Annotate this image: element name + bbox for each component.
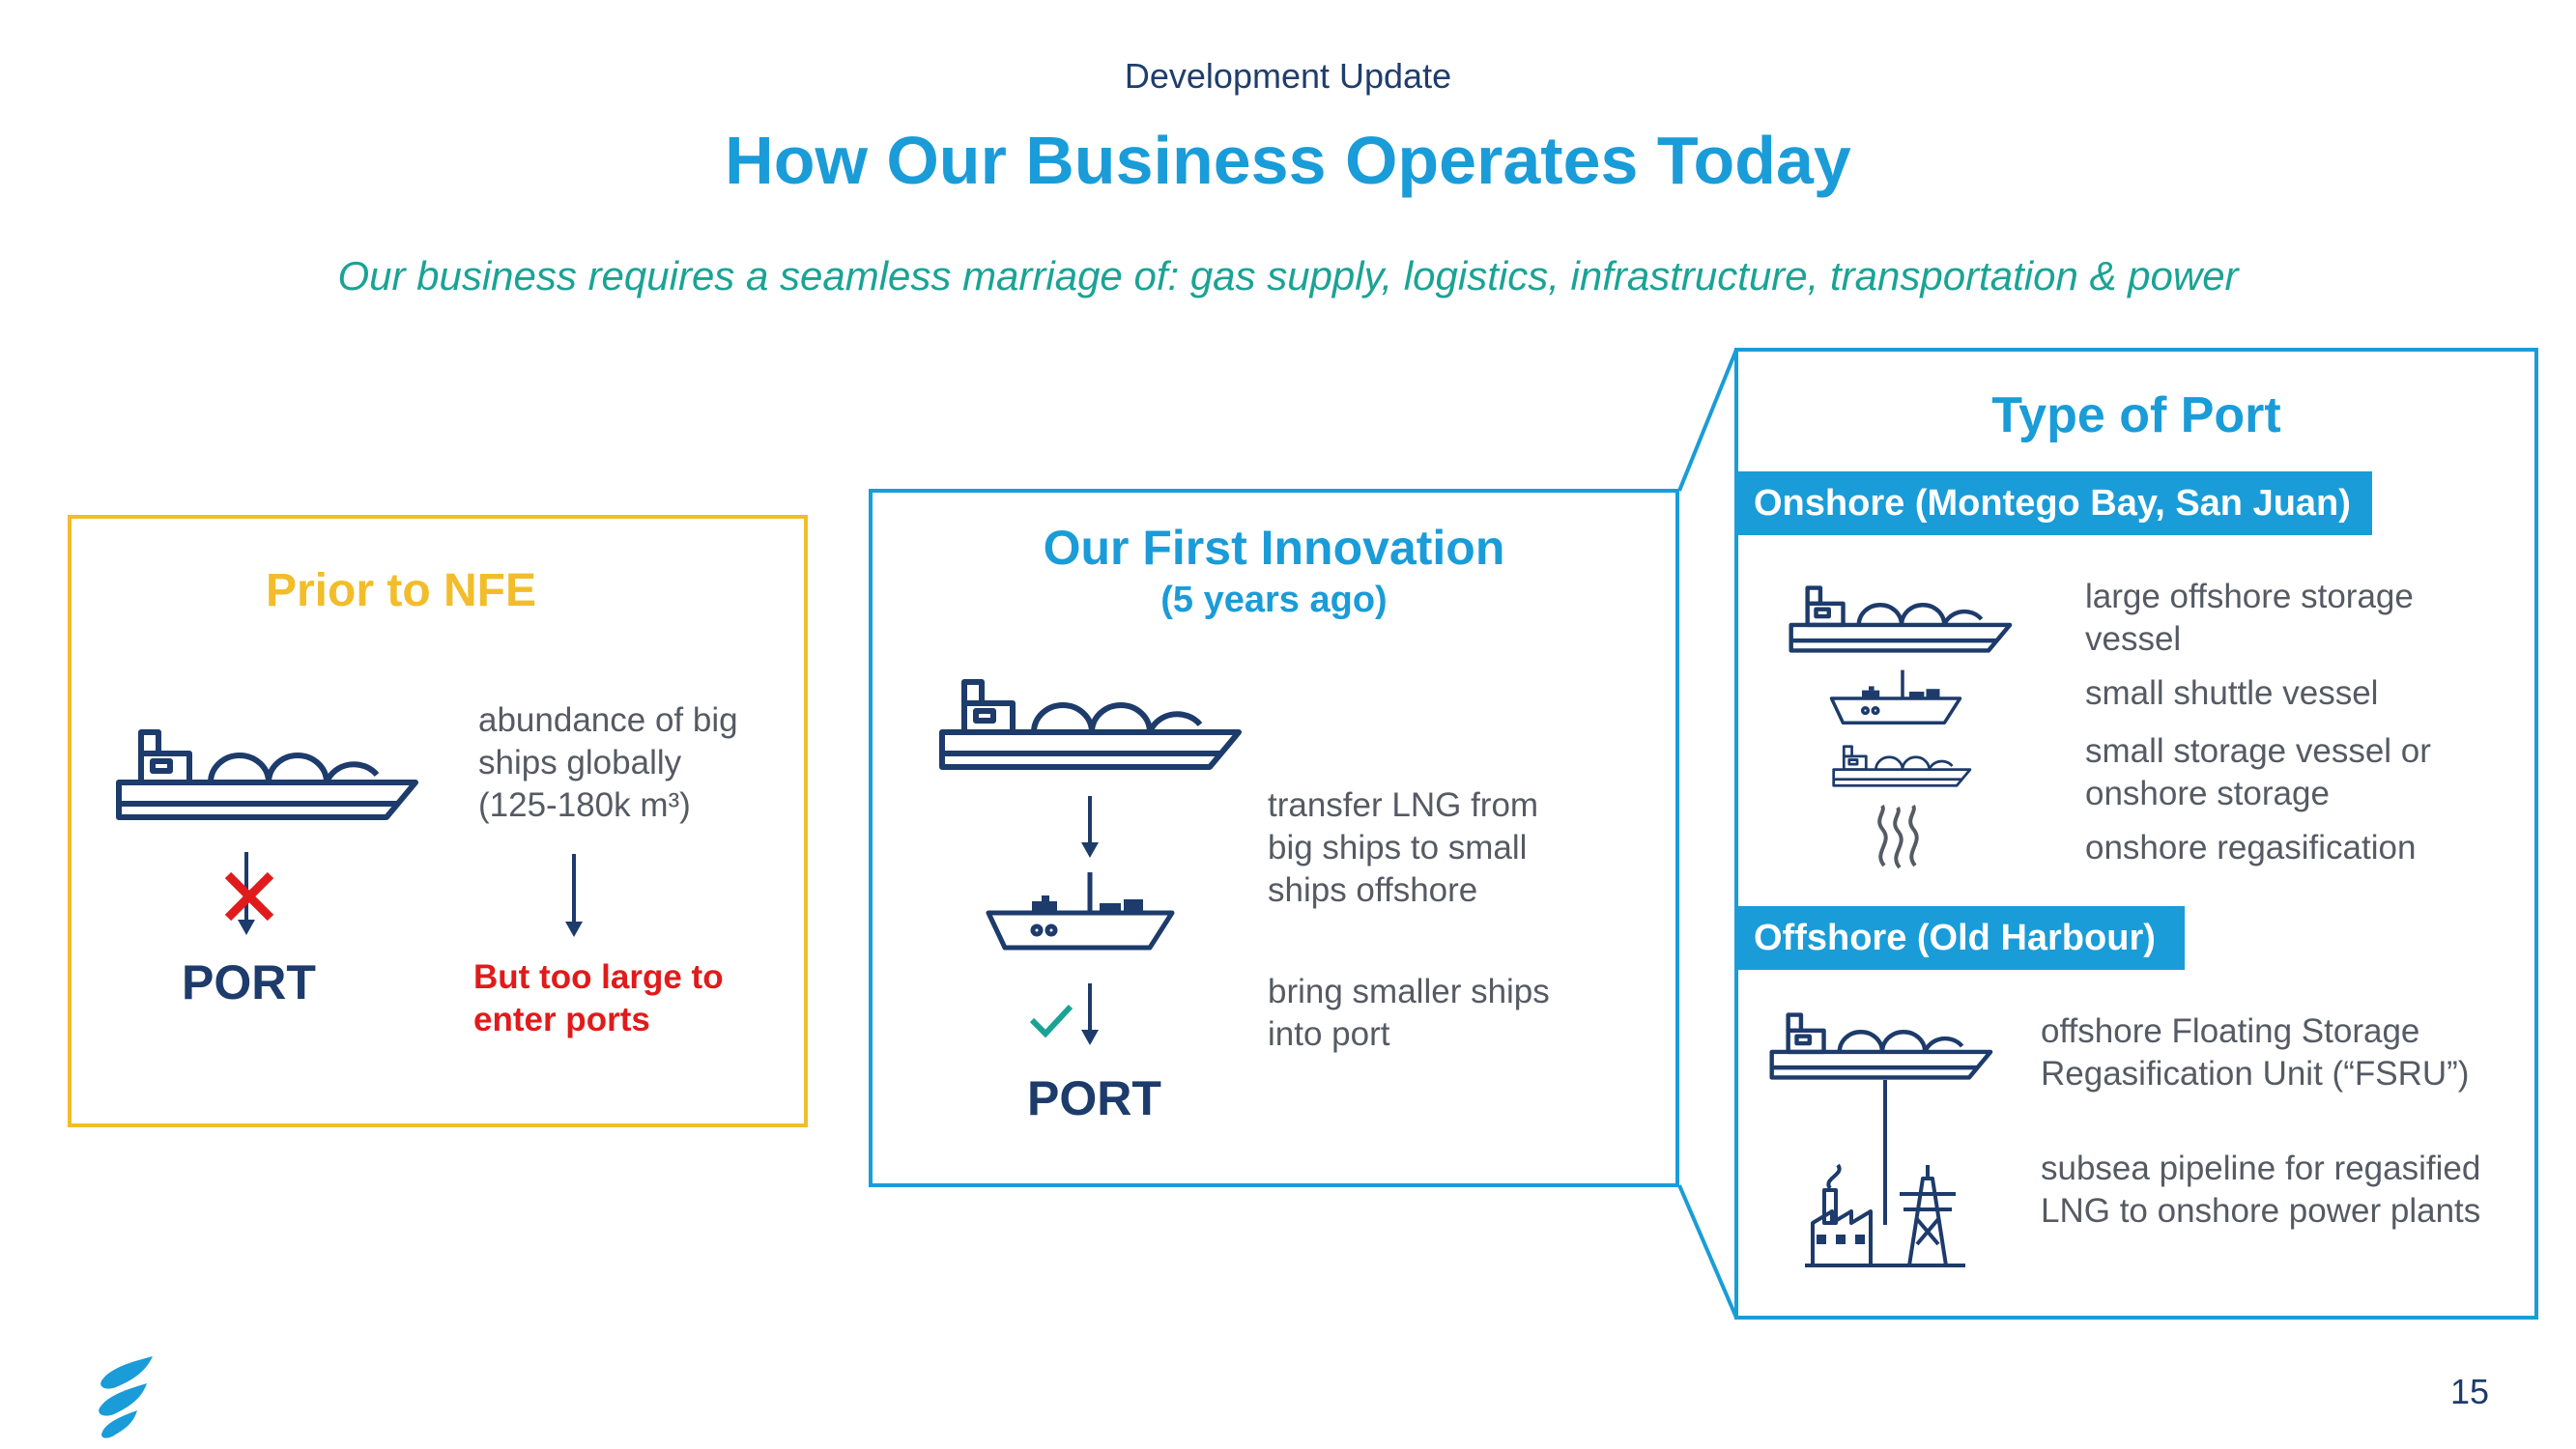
first-title: Our First Innovation xyxy=(1043,521,1505,575)
down-arrow-icon xyxy=(1081,983,1099,1045)
offshore-tag: Offshore (Old Harbour) xyxy=(1734,906,2185,970)
fsru-icon xyxy=(1768,1010,1996,1082)
onshore-item-1: large offshore storage vessel xyxy=(2085,576,2414,661)
onshore-item-line: onshore storage xyxy=(2085,775,2330,812)
type-of-port-panel xyxy=(1734,348,2538,1320)
regasification-icon xyxy=(1877,804,1919,869)
onshore-item-line: vessel xyxy=(2085,620,2182,658)
offshore-item-line: subsea pipeline for regasified xyxy=(2041,1150,2481,1187)
offshore-item-line: Regasification Unit (“FSRU”) xyxy=(2041,1055,2470,1093)
prior-warning: But too large to enter ports xyxy=(473,956,724,1041)
type-of-port-title: Type of Port xyxy=(1991,387,2281,443)
first-step1-line: big ships to small xyxy=(1268,829,1528,867)
first-port-label: PORT xyxy=(1027,1071,1161,1125)
down-arrow-icon xyxy=(565,854,583,937)
section-kicker: Development Update xyxy=(1124,56,1452,96)
pipeline-icon xyxy=(1883,1080,1887,1225)
prior-description-line: (125-180k m³) xyxy=(478,786,691,824)
prior-warning-line: But too large to xyxy=(473,958,724,996)
shuttle-vessel-icon xyxy=(1828,665,1963,725)
offshore-item-line: LNG to onshore power plants xyxy=(2041,1192,2481,1230)
company-logo-icon xyxy=(99,1356,153,1438)
prior-description: abundance of big ships globally (125-180… xyxy=(478,699,738,827)
offshore-item-2: subsea pipeline for regasified LNG to on… xyxy=(2041,1148,2480,1233)
small-storage-vessel-icon xyxy=(1831,744,1974,788)
first-step1-line: ships offshore xyxy=(1268,871,1478,909)
prior-warning-line: enter ports xyxy=(473,1001,650,1038)
first-step1-line: transfer LNG from xyxy=(1268,786,1539,824)
first-step2-text: bring smaller ships into port xyxy=(1268,971,1550,1056)
prior-description-line: ships globally xyxy=(478,744,682,781)
large-ship-icon xyxy=(1788,583,2016,655)
first-innovation-panel xyxy=(869,489,1679,1187)
prior-description-line: abundance of big xyxy=(478,701,738,739)
onshore-tag: Onshore (Montego Bay, San Juan) xyxy=(1734,471,2372,535)
onshore-item-line: small storage vessel or xyxy=(2085,732,2431,770)
onshore-item-line: small shuttle vessel xyxy=(2085,674,2379,712)
check-icon xyxy=(1029,1004,1073,1038)
onshore-item-line: onshore regasification xyxy=(2085,829,2417,867)
down-arrow-icon xyxy=(1081,796,1099,858)
page-subtitle: Our business requires a seamless marriag… xyxy=(337,253,2239,298)
onshore-item-4: onshore regasification xyxy=(2085,827,2416,869)
prior-to-nfe-panel xyxy=(68,515,808,1127)
offshore-item-1: offshore Floating Storage Regasification… xyxy=(2041,1010,2469,1095)
first-step2-line: bring smaller ships xyxy=(1268,973,1550,1010)
first-step2-line: into port xyxy=(1268,1015,1390,1053)
power-plant-icon xyxy=(1805,1163,1965,1267)
first-step1-text: transfer LNG from big ships to small shi… xyxy=(1268,784,1538,912)
blocked-x-icon xyxy=(224,871,274,922)
onshore-item-line: large offshore storage xyxy=(2085,578,2414,615)
onshore-item-2: small shuttle vessel xyxy=(2085,672,2378,715)
prior-port-label: PORT xyxy=(182,955,316,1009)
onshore-item-3: small storage vessel or onshore storage xyxy=(2085,730,2431,815)
first-subtitle: (5 years ago) xyxy=(1160,580,1388,620)
prior-title: Prior to NFE xyxy=(265,565,536,616)
page-title: How Our Business Operates Today xyxy=(725,123,1851,198)
offshore-item-line: offshore Floating Storage xyxy=(2041,1012,2420,1050)
page-number: 15 xyxy=(2449,1372,2489,1411)
